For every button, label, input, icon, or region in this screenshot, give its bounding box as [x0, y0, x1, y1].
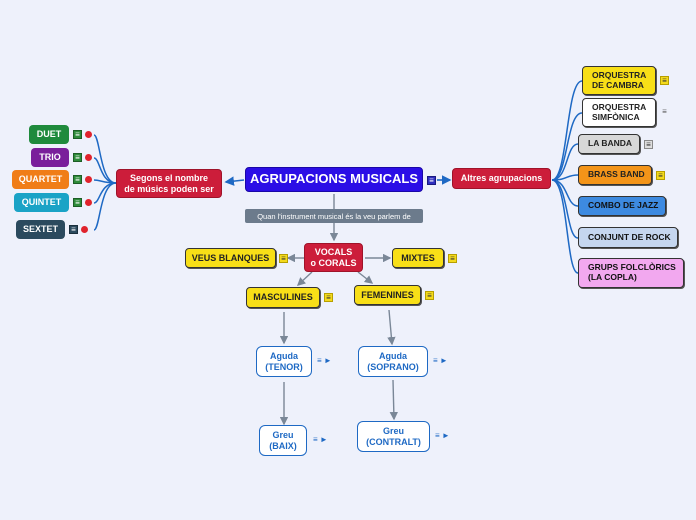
item-orquestra-simfonica[interactable]: ORQUESTRA SIMFÒNICA — [582, 98, 656, 127]
notes-icon[interactable]: ≡ — [662, 107, 667, 116]
notes-icon[interactable]: ≡ — [427, 176, 436, 185]
node-masculines[interactable]: MASCULINES — [246, 287, 320, 308]
node-aguda-soprano[interactable]: Aguda (SOPRANO) — [358, 346, 428, 377]
link-icon[interactable] — [85, 154, 92, 161]
branch-musician-count[interactable]: Segons el nombre de músics poden ser — [116, 169, 222, 198]
notes-icon[interactable]: ≡ ► — [435, 431, 450, 440]
node-veus-blanques[interactable]: VEUS BLANQUES — [185, 248, 276, 268]
notes-icon[interactable]: ≡ — [656, 171, 665, 180]
notes-icon[interactable]: ≡ — [644, 140, 653, 149]
item-trio[interactable]: TRIO — [31, 148, 69, 167]
item-la-banda[interactable]: LA BANDA — [578, 134, 640, 154]
notes-icon[interactable]: ≡ — [324, 293, 333, 302]
node-greu-baix[interactable]: Greu (BAIX) — [259, 425, 307, 456]
item-orquestra-cambra[interactable]: ORQUESTRA DE CAMBRA — [582, 66, 656, 95]
notes-icon[interactable]: ≡ — [73, 130, 82, 139]
node-greu-contralt[interactable]: Greu (CONTRALT) — [357, 421, 430, 452]
node-aguda-tenor[interactable]: Aguda (TENOR) — [256, 346, 312, 377]
notes-icon[interactable]: ≡ ► — [433, 356, 448, 365]
item-quintet[interactable]: QUINTET — [14, 193, 69, 212]
notes-icon[interactable]: ≡ — [69, 225, 78, 234]
notes-icon[interactable]: ≡ — [448, 254, 457, 263]
node-mixtes[interactable]: MIXTES — [392, 248, 444, 268]
notes-icon[interactable]: ≡ ► — [313, 435, 328, 444]
link-icon[interactable] — [85, 176, 92, 183]
notes-icon[interactable]: ≡ — [660, 76, 669, 85]
notes-icon[interactable]: ≡ — [279, 254, 288, 263]
node-vocals[interactable]: VOCALS o CORALS — [304, 243, 363, 272]
root-node[interactable]: AGRUPACIONS MUSICALS — [245, 167, 423, 192]
notes-icon[interactable]: ≡ — [425, 291, 434, 300]
notes-icon[interactable]: ≡ — [73, 153, 82, 162]
link-icon[interactable] — [85, 131, 92, 138]
notes-icon[interactable]: ≡ — [73, 198, 82, 207]
link-icon[interactable] — [81, 226, 88, 233]
item-brass-band[interactable]: BRASS BAND — [578, 165, 652, 185]
item-sextet[interactable]: SEXTET — [16, 220, 65, 239]
relation-label: Quan l'instrument musical és la veu parl… — [245, 209, 423, 223]
item-quartet[interactable]: QUARTET — [12, 170, 69, 189]
link-icon[interactable] — [85, 199, 92, 206]
item-duet[interactable]: DUET — [29, 125, 69, 144]
branch-other-groups[interactable]: Altres agrupacions — [452, 168, 551, 189]
item-combo-de-jazz[interactable]: COMBO DE JAZZ — [578, 196, 666, 216]
notes-icon[interactable]: ≡ ► — [317, 356, 332, 365]
item-conjunt-de-rock[interactable]: CONJUNT DE ROCK — [578, 227, 678, 248]
notes-icon[interactable]: ≡ — [73, 175, 82, 184]
item-grups-folklorics[interactable]: GRUPS FOLCLÒRICS (LA COPLA) — [578, 258, 684, 288]
node-femenines[interactable]: FEMENINES — [354, 285, 421, 305]
